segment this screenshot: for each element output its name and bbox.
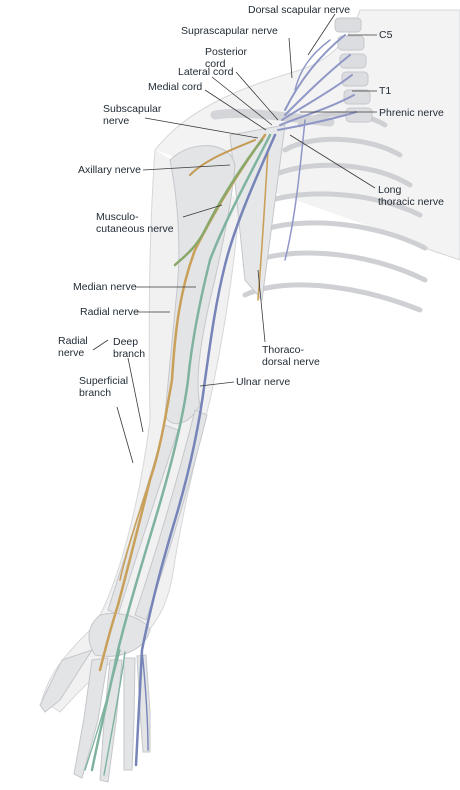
clavicle: [210, 108, 335, 127]
leader-lines: [92, 13, 377, 464]
t1-root: [277, 111, 357, 131]
median-nerve-label: Median nerve: [73, 281, 137, 293]
scapula: [229, 124, 286, 302]
long-thoracic-nerve-label: Long thoracic nerve: [378, 184, 444, 208]
dorsal-scapular-nerve-label: Dorsal scapular nerve: [248, 4, 351, 16]
superficial-branch-label: Superficial branch: [79, 375, 129, 399]
radial-nerve-label: Radial nerve: [80, 306, 139, 318]
c5-root: [284, 34, 346, 111]
subscapular-nerve-label: Subscapular nerve: [103, 103, 162, 127]
c5-label: C5: [379, 29, 393, 41]
lateral-cord-label: Lateral cord: [178, 66, 234, 78]
nerves: [84, 34, 357, 776]
suprascapular-nerve-label: Suprascapular nerve: [181, 25, 278, 37]
hand-bones: [39, 613, 151, 783]
spine-vertebrae: [334, 17, 373, 123]
humerus: [164, 145, 236, 425]
axillary-nerve-label: Axillary nerve: [78, 164, 142, 176]
medial-cord-label: Medial cord: [148, 81, 203, 93]
radial-nerve-group-label: Radial nerve: [58, 335, 88, 359]
posterior-cord-label: Posterior cord: [205, 46, 248, 70]
t1-label: T1: [379, 85, 392, 97]
deep-branch-label: Deep branch: [113, 336, 146, 360]
ulnar-nerve-label: Ulnar nerve: [236, 376, 291, 388]
phrenic-nerve-label: Phrenic nerve: [379, 107, 444, 119]
median-nerve-path: [90, 133, 272, 772]
thoracodorsal-nerve-label: Thoraco- dorsal nerve: [262, 344, 320, 368]
ulnar-nerve-path: [134, 133, 277, 767]
musculocutaneous-nerve-label: Musculo- cutaneous nerve: [96, 211, 174, 235]
